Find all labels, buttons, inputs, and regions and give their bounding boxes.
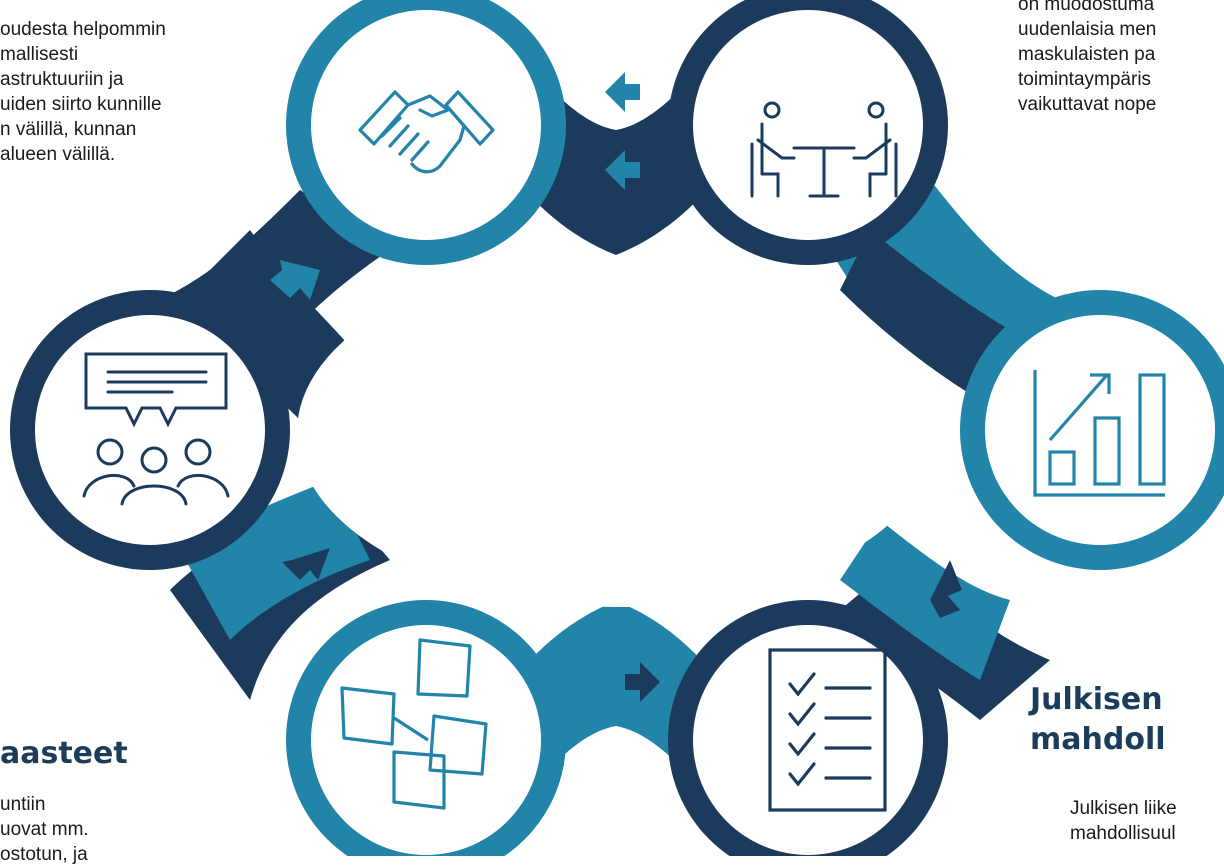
node-inner-top-left [311,10,541,240]
text-line: vaikuttavat nope [1018,94,1157,115]
arrow-bottom-right [930,560,962,618]
arrow-top [605,72,640,112]
sticky-notes-icon [340,638,488,810]
text-line: Julkisen liike [1070,798,1177,819]
text-line: maskulaisten pa [1018,44,1156,65]
node-inner-left [35,315,265,545]
band-right-bottom [840,520,1010,680]
growth-chart-icon [1033,370,1166,497]
text-line: oudesta helpommin [0,19,166,40]
band-right-top [840,230,1010,400]
band-left-top [170,230,360,420]
discussion-group-icon [82,352,230,506]
arrow-top-2 [605,150,640,190]
meeting-table-icon [750,101,898,198]
center-area [297,257,937,607]
text-line: n välillä, kunnan [0,119,137,140]
heading-line: mahdoll [1030,722,1166,757]
text-line: alueen välillä. [0,144,116,165]
heading-line: Julkisen [1030,682,1163,717]
text-line: toimintaympäris [1018,69,1152,90]
text-top-left: oudesta helpommin mallisesti astruktuuri… [0,17,166,167]
text-line: on muodostuma [1018,0,1155,15]
text-top-right: on muodostuma uudenlaisia men maskulaist… [1018,0,1156,117]
text-line: uiden siirto kunnille [0,94,162,115]
handshake-icon [358,90,495,174]
node-inner-right [985,315,1215,545]
node-inner-top-right [693,10,923,240]
text-line: untiin [0,794,46,815]
arrow-bottom-left [282,548,330,580]
arrow-top-right [930,250,968,280]
text-line: uovat mm. [0,819,89,840]
heading-bottom-left: aasteet [0,734,128,774]
band-left-bottom [180,480,370,640]
text-line: mahdollisuul [1070,823,1176,844]
text-line: mallisesti [0,44,79,65]
heading-text: aasteet [0,736,128,771]
arrow-bottom [625,662,660,702]
heading-bottom-right: Julkisen mahdoll [1030,680,1166,760]
checklist-icon [768,648,887,812]
text-line: uudenlaisia men [1018,19,1157,40]
text-line: astruktuuriin ja [0,69,124,90]
text-bottom-right: Julkisen liike mahdollisuul [1070,796,1177,846]
arrow-top-left [270,260,320,300]
